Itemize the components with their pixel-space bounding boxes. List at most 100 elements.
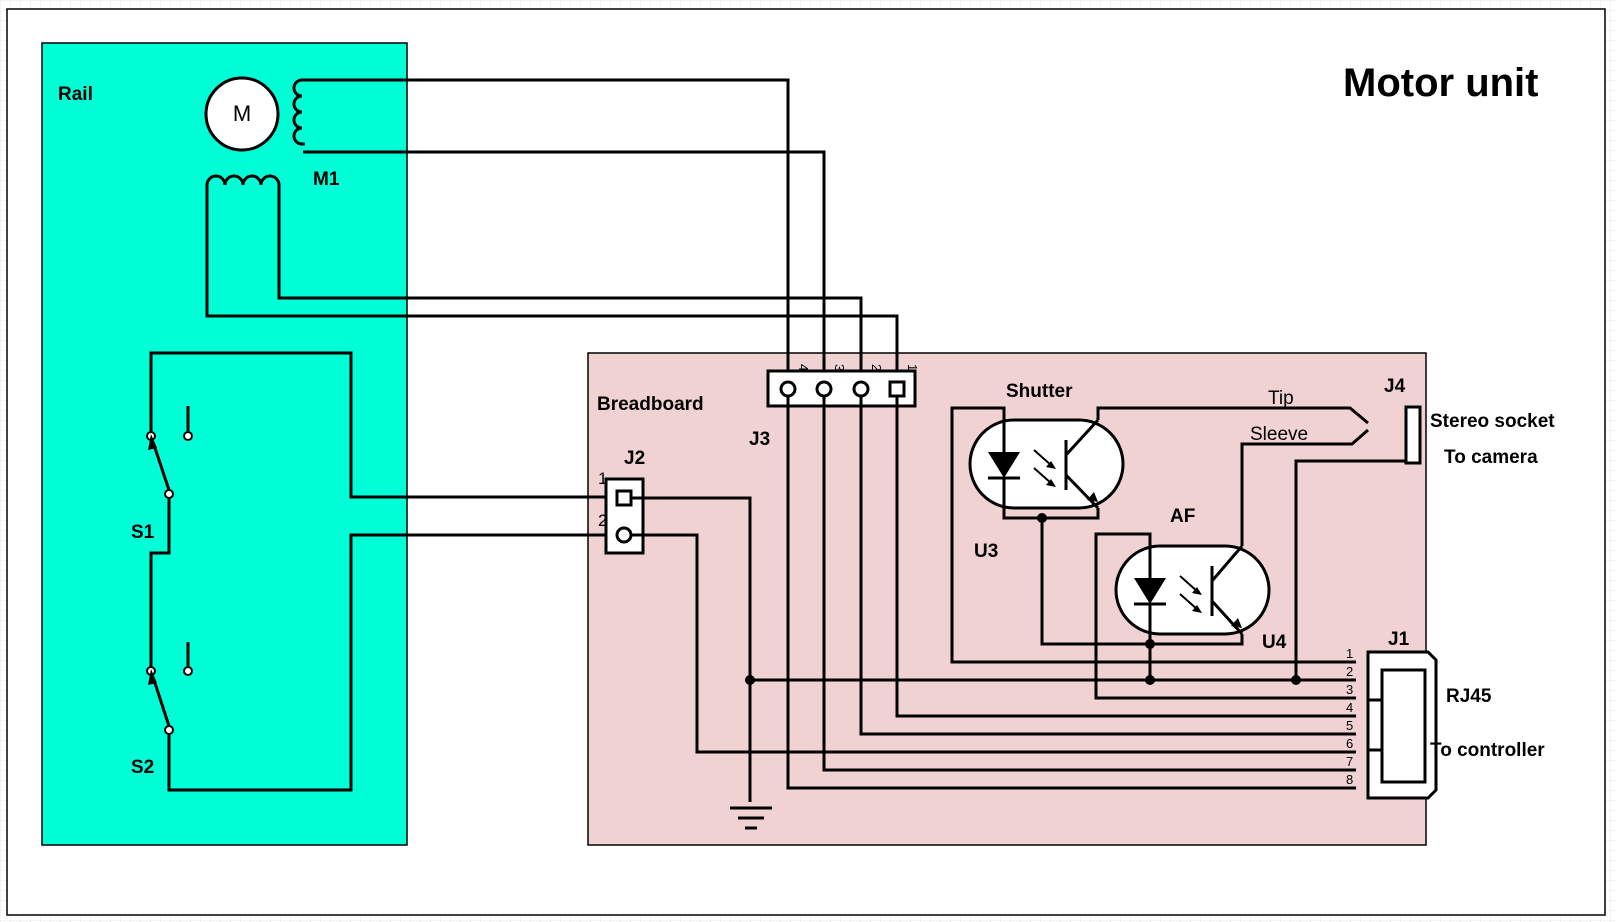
wire-u4-collector — [1240, 428, 1369, 546]
j2-pin2-number: 2 — [598, 511, 607, 530]
u3-emitter-arrow — [1087, 492, 1098, 502]
s1-label: S1 — [131, 522, 155, 543]
s1-contact-no — [164, 489, 174, 499]
u4-name: AF — [1170, 506, 1195, 527]
wire-j2-pin1 — [631, 496, 752, 802]
junction-gnd-u4 — [1145, 675, 1155, 685]
j4-line2: To camera — [1444, 447, 1538, 468]
connector-j2: J2 1 2 — [598, 448, 645, 555]
j1-plug-outline — [1380, 668, 1427, 784]
u4-light-arrow-1 — [1179, 575, 1199, 593]
wire-coil-b-right — [277, 185, 863, 388]
junction-u3-cathode — [1037, 513, 1047, 523]
j3-pin1-number: 1 — [905, 364, 920, 371]
j3-pin1 — [888, 380, 906, 398]
wire-j3-pin3 — [822, 396, 1356, 772]
u3-light-arrow-2 — [1033, 467, 1053, 485]
u3-name: Shutter — [1006, 381, 1073, 402]
j3-pin2 — [852, 380, 870, 398]
j1-dest: To controller — [1430, 740, 1545, 761]
u4-diode — [1134, 578, 1166, 604]
motor-symbol: M — [233, 101, 251, 126]
junction-u4-cathode — [1145, 639, 1155, 649]
optocoupler-u4: AF U4 — [1114, 506, 1287, 653]
j3-pin3 — [815, 380, 833, 398]
j1-pin4: 4 — [1346, 700, 1353, 715]
rail-region — [41, 42, 408, 846]
wire-j3-pin4 — [786, 396, 1356, 790]
j1-pin5: 5 — [1346, 718, 1353, 733]
j1-ref: J1 — [1388, 629, 1410, 650]
limit-switches: S1 S2 — [131, 351, 620, 792]
u3-ref: U3 — [974, 541, 998, 562]
j3-pin2-number: 2 — [869, 364, 884, 371]
wire-u3-emitter — [1042, 508, 1100, 520]
wire-coil-a-bottom — [303, 150, 826, 388]
u3-transistor-collector — [1064, 418, 1100, 457]
u3-arrowhead-2 — [1046, 479, 1056, 487]
breadboard-label: Breadboard — [597, 394, 704, 415]
wire-u4-anode — [1094, 532, 1356, 700]
wire-j3-pin2 — [859, 396, 1356, 736]
motor-coil-a — [292, 78, 305, 146]
u3-arrowhead-1 — [1046, 461, 1056, 469]
j4-body — [1404, 405, 1422, 465]
j1-pin1: 1 — [1346, 646, 1353, 661]
u3-light-arrow-1 — [1033, 449, 1053, 467]
j1-pin6: 6 — [1346, 736, 1353, 751]
wire-u3-anode — [950, 406, 1356, 664]
motor-label: M1 — [313, 169, 340, 190]
wire-coil-b-left — [205, 185, 899, 388]
s2-lever — [151, 676, 171, 727]
s2-contact-nc — [183, 666, 193, 676]
j4-sleeve-label: Sleeve — [1250, 424, 1308, 445]
diagram-title: Motor unit — [1343, 61, 1539, 105]
wire-u4-emitter — [1150, 634, 1244, 646]
u4-emitter-arrow — [1231, 618, 1242, 628]
s2-arrow — [148, 669, 157, 685]
s2-contact-no — [164, 725, 174, 735]
j1-pin7: 7 — [1346, 754, 1353, 769]
wire-switch-mid — [149, 494, 171, 668]
wire-socket-sleeve — [1294, 459, 1416, 680]
ground-symbol — [730, 806, 772, 830]
motor-circle — [204, 76, 280, 152]
u4-ref: U4 — [1262, 632, 1287, 653]
j1-pin8: 8 — [1346, 772, 1353, 787]
u4-body — [1114, 544, 1271, 636]
motor-m1: M M1 — [204, 76, 340, 190]
optocoupler-u3: Shutter U3 — [968, 381, 1125, 562]
j2-pin1-number: 1 — [598, 469, 607, 488]
junction-gnd-socket — [1291, 675, 1301, 685]
u4-transistor-collector — [1210, 545, 1244, 582]
u4-arrowhead-1 — [1192, 587, 1202, 595]
s1-arrow — [148, 434, 157, 450]
u3-body — [968, 418, 1125, 510]
s1-lever — [151, 441, 171, 491]
j1-type: RJ45 — [1446, 686, 1492, 707]
j4-ref: J4 — [1384, 376, 1406, 397]
connector-j4: J4 Tip Sleeve Stereo socket To camera — [1250, 376, 1555, 468]
j3-pin3-number: 3 — [832, 364, 847, 371]
wire-u3-collector — [1096, 406, 1369, 425]
wire-switch-bottom — [167, 533, 620, 792]
j1-pin2: 2 — [1346, 664, 1353, 679]
u3-diode — [988, 452, 1020, 478]
j2-pin1 — [615, 489, 633, 507]
wire-coil-a-top — [303, 78, 790, 388]
j4-tip-label: Tip — [1268, 388, 1294, 409]
connector-j1: J1 RJ45 To controller 1 2 3 4 5 6 7 8 — [1346, 629, 1545, 800]
j4-line1: Stereo socket — [1430, 411, 1555, 432]
j1-pin3: 3 — [1346, 682, 1353, 697]
wire-j3-pin1 — [895, 396, 1356, 718]
j3-pin4 — [779, 380, 797, 398]
rail-label: Rail — [58, 84, 93, 105]
motor-coil-b — [205, 174, 281, 186]
j1-clip — [1366, 698, 1384, 752]
wire-j2-pin2 — [631, 533, 1356, 754]
j2-pin2 — [615, 526, 633, 544]
u4-transistor-emitter — [1210, 599, 1244, 636]
s1-contact-nc — [183, 431, 193, 441]
j2-label: J2 — [624, 448, 645, 469]
